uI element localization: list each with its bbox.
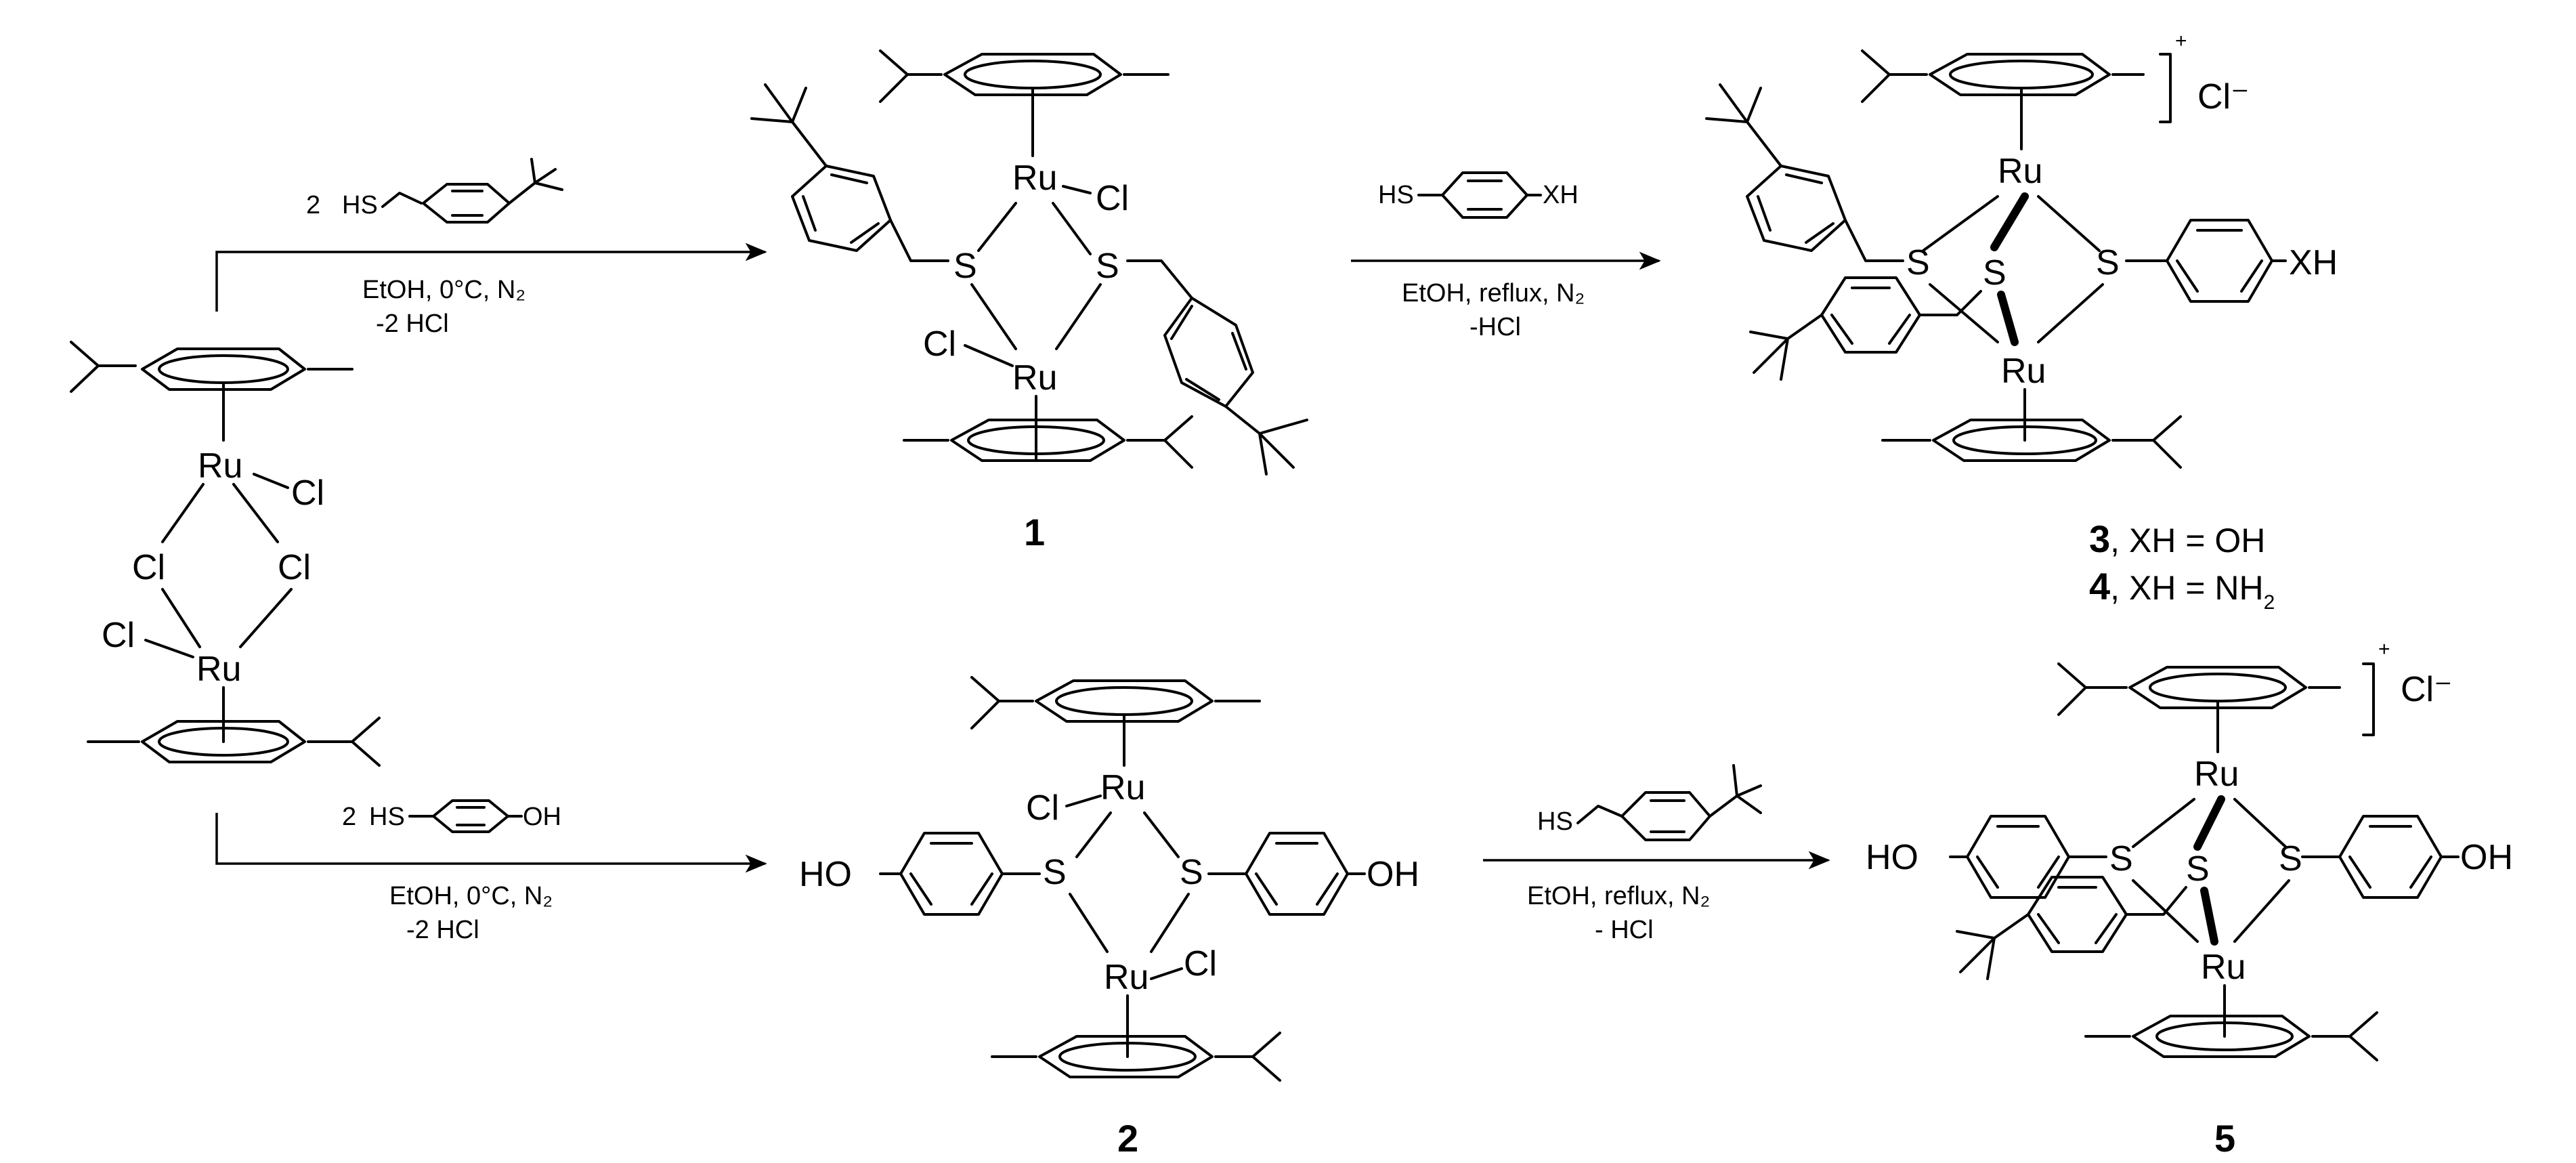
p-cymene-ring: [87, 717, 381, 767]
cl-atom: Cl: [1184, 944, 1217, 984]
svg-text:OH: OH: [2460, 838, 2513, 877]
ru-atom: Ru: [1998, 152, 2042, 191]
hydroxyphenyl-group: HO: [799, 832, 1041, 916]
compound-3-label: 3, XH = OH: [2089, 517, 2265, 560]
chloride-counterion: Cl⁻: [2197, 77, 2250, 117]
p-cymene-ring: [903, 415, 1193, 469]
svg-text:HS: HS: [369, 803, 405, 831]
compound-label: 2: [1117, 1117, 1138, 1160]
ru-atom: Ru: [198, 446, 242, 486]
s-atom: S: [2186, 849, 2210, 889]
mercaptophenol-reagent: HS OH: [369, 799, 561, 833]
cl-atom: Cl: [102, 616, 135, 655]
p-cymene-ring: [991, 1032, 1281, 1082]
hydroxyphenyl-group: HO: [1866, 815, 2107, 899]
s-atom: S: [1983, 253, 2006, 293]
p-cymene-ring: [879, 49, 1169, 103]
cl-atom: Cl: [923, 324, 956, 364]
hydroxyphenyl-group: OH: [2301, 815, 2513, 899]
ru-atom: Ru: [1104, 958, 1149, 997]
ru-atom: Ru: [196, 650, 241, 689]
reagent-equivalents: 2: [306, 191, 320, 219]
substituted-thiophenol-reagent: HS XH: [1378, 171, 1579, 219]
compound-5: + Cl⁻ Ru S S S Ru HO: [1866, 638, 2513, 1160]
compound-label: 5: [2214, 1117, 2235, 1160]
compound-3-4: + Cl⁻ Ru S S S Ru: [1705, 30, 2338, 614]
ru-atom: Ru: [1012, 158, 1057, 198]
cl-atom: Cl: [278, 548, 311, 587]
svg-text:XH: XH: [2289, 243, 2338, 282]
tert-butylbenzyl-group: [1126, 259, 1308, 475]
svg-text:HS: HS: [1537, 807, 1573, 836]
ruthenium-dimer-starting-material: Ru Cl Cl Cl Cl Ru: [70, 341, 381, 767]
chloride-counterion: Cl⁻: [2401, 670, 2453, 709]
p-cymene-ring: [2084, 1011, 2378, 1061]
conditions-line-2: -2 HCl: [376, 310, 449, 338]
s-atom: S: [1096, 247, 1119, 286]
conditions-line-1: EtOH, reflux, N₂: [1527, 882, 1710, 910]
hydroxyphenyl-group: OH: [1207, 832, 1419, 916]
compound-2: Cl Ru S S Ru Cl HO: [799, 676, 1419, 1160]
p-cymene-ring: [1881, 415, 2182, 469]
reaction-arrow-1: 2 HS EtOH, 0°C, N₂ -2 HCl: [215, 158, 767, 338]
svg-text:HS: HS: [342, 191, 378, 219]
tert-butylbenzyl-thiol-reagent: HS: [342, 158, 563, 224]
ru-atom: Ru: [2001, 352, 2046, 391]
svg-text:OH: OH: [1367, 855, 1419, 894]
tert-butylbenzyl-group: [1705, 83, 1904, 262]
tert-butylbenzyl-group: [1749, 276, 1982, 381]
tert-butylbenzyl-thiol-reagent: HS: [1537, 764, 1762, 841]
cl-atom: Cl: [291, 473, 324, 513]
tert-butylbenzyl-group: [750, 83, 949, 262]
p-cymene-ring: [70, 341, 353, 393]
s-atom: S: [2279, 839, 2302, 879]
s-atom: S: [1043, 853, 1067, 892]
reagent-equivalents: 2: [342, 803, 356, 831]
svg-text:HS: HS: [1378, 181, 1414, 209]
conditions-line-1: EtOH, reflux, N₂: [1402, 279, 1585, 308]
cl-atom: Cl: [1096, 179, 1129, 218]
s-atom: S: [1906, 243, 1930, 282]
svg-text:HO: HO: [1866, 838, 1918, 877]
p-cymene-ring: [970, 676, 1261, 729]
svg-text:HO: HO: [799, 855, 852, 894]
compound-4-label: 4, XH = NH2: [2089, 565, 2275, 614]
conditions-line-1: EtOH, 0°C, N₂: [362, 276, 525, 304]
conditions-line-1: EtOH, 0°C, N₂: [389, 882, 553, 910]
p-cymene-ring: [1861, 49, 2145, 103]
ru-atom: Ru: [1012, 358, 1057, 398]
s-atom: S: [953, 247, 977, 286]
conditions-line-2: - HCl: [1595, 916, 1654, 944]
s-atom: S: [2109, 839, 2133, 879]
p-cymene-ring: [2057, 662, 2341, 716]
conditions-line-2: -HCl: [1469, 313, 1521, 341]
positive-charge: +: [2175, 30, 2187, 52]
positive-charge: +: [2378, 638, 2390, 660]
svg-text:XH: XH: [1543, 181, 1579, 209]
ru-atom: Ru: [2194, 755, 2239, 794]
reaction-arrow-2: 2 HS OH EtOH, 0°C, N₂ -2 HCl: [215, 799, 767, 944]
compound-label: 1: [1024, 511, 1045, 553]
ru-atom: Ru: [2201, 948, 2246, 987]
cl-atom: Cl: [132, 548, 165, 587]
reaction-arrow-4: HS EtOH, reflux, N₂ - HCl: [1483, 764, 1830, 944]
substituted-phenyl-group: XH: [2125, 219, 2338, 303]
ru-atom: Ru: [1100, 768, 1145, 807]
s-atom: S: [2096, 243, 2120, 282]
svg-text:OH: OH: [523, 803, 561, 831]
s-atom: S: [1180, 853, 1203, 892]
tert-butylbenzyl-group: [1956, 876, 2187, 980]
cl-atom: Cl: [1026, 788, 1059, 828]
conditions-line-2: -2 HCl: [406, 916, 479, 944]
reaction-arrow-3: HS XH EtOH, reflux, N₂ -HCl: [1351, 171, 1661, 341]
compound-1: Ru Cl S S Cl Ru 1: [750, 49, 1308, 553]
